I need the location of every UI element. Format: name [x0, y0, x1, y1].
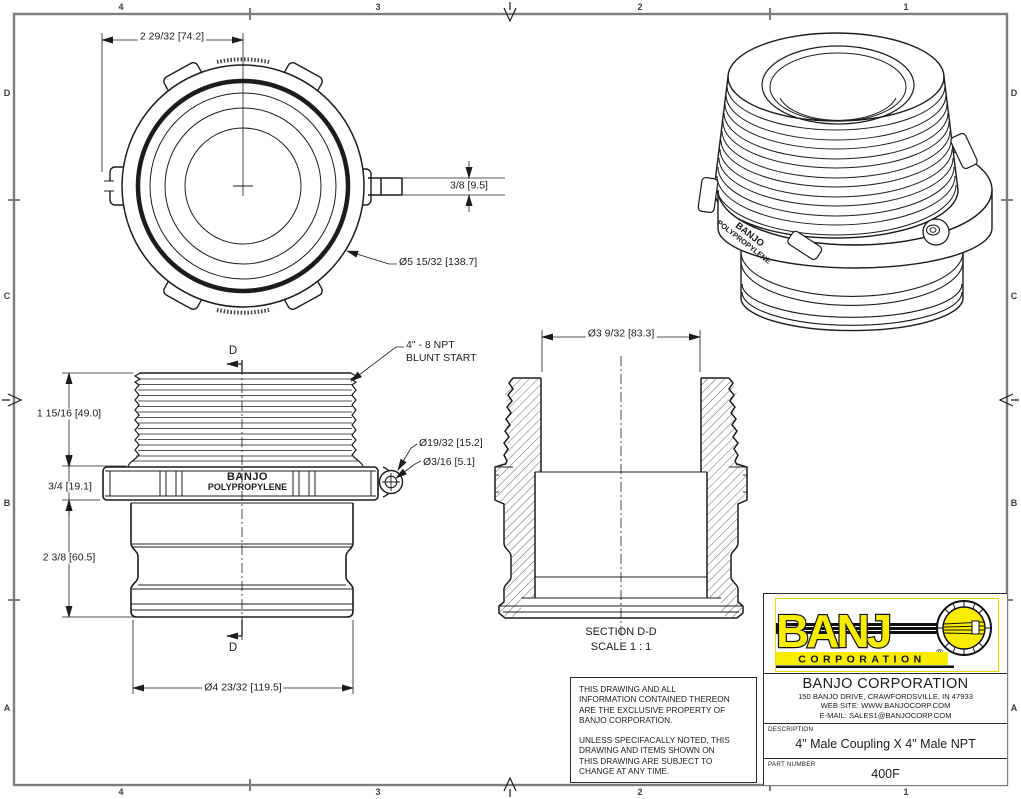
- note-line: BANJO CORPORATION.: [579, 714, 673, 725]
- section-mark-top: D: [228, 345, 238, 357]
- section-view: [494, 330, 748, 640]
- zone-bottom-1: 1: [903, 787, 909, 797]
- dim-ear-boss: Ø19/32 [15.2]: [419, 437, 483, 449]
- company-cell: BANJO CORPORATION 150 BANJO DRIVE, CRAWF…: [764, 674, 1007, 724]
- thread-note-line2: BLUNT START: [406, 352, 477, 364]
- logo-brand-text: BANJ: [776, 605, 890, 657]
- description-value: 4" Male Coupling X 4" Male NPT: [795, 737, 976, 751]
- description-label: DESCRIPTION: [768, 726, 814, 733]
- zone-left-d: D: [3, 88, 11, 98]
- dim-nut-height: 3/4 [19.1]: [46, 480, 94, 493]
- note-line: UNLESS SPECIFACALLY NOTED, THIS: [579, 735, 730, 746]
- dim-front-width: 2 29/32 [74.2]: [137, 30, 207, 43]
- zone-bottom-3: 3: [375, 787, 381, 797]
- logo-corporation-text: CORPORATION: [798, 654, 925, 666]
- isometric-view: [697, 32, 993, 332]
- company-website: WEB SITE: WWW.BANJOCORP.COM: [820, 701, 951, 711]
- company-name: BANJO CORPORATION: [802, 676, 969, 692]
- dim-thread-length: 1 15/16 [49.0]: [34, 407, 104, 420]
- company-email: E-MAIL: SALES1@BANJOCORP.COM: [819, 710, 952, 720]
- zone-right-b: B: [1010, 498, 1018, 508]
- part-number-label: PART NUMBER: [768, 761, 816, 768]
- dim-lower-height: 2 3/8 [60.5]: [40, 551, 98, 564]
- part-brand-line1: BANJO: [226, 471, 268, 483]
- note-line: ARE THE EXCLUSIVE PROPERTY OF: [579, 704, 726, 715]
- dim-ear-hole: Ø3/16 [5.1]: [423, 456, 475, 468]
- front-view: [101, 33, 505, 315]
- dim-front-tab: 3/8 [9.5]: [450, 179, 488, 192]
- zone-right-c: C: [1010, 291, 1018, 301]
- thread-note-line1: 4" - 8 NPT: [406, 339, 455, 351]
- zone-bottom-2: 2: [637, 787, 643, 797]
- dim-front-od: Ø5 15/32 [138.7]: [399, 256, 478, 268]
- zone-right-d: D: [1010, 88, 1018, 98]
- banjo-neck-graphic: [776, 623, 944, 634]
- zone-top-1: 1: [903, 2, 909, 12]
- title-block: BANJ ®: [763, 593, 1007, 785]
- zone-right-a: A: [1010, 703, 1018, 713]
- section-label: SECTION D-D: [585, 626, 657, 638]
- logo-cell: BANJ ®: [764, 594, 1007, 674]
- banjo-logo: BANJ ®: [775, 598, 999, 672]
- dim-section-bore: Ø3 9/32 [83.3]: [585, 327, 657, 340]
- zone-top-3: 3: [375, 2, 381, 12]
- section-scale: SCALE 1 : 1: [590, 641, 652, 653]
- note-line: DRAWING AND ITEMS SHOWN ON: [579, 745, 715, 756]
- dim-side-od: Ø4 23/32 [119.5]: [202, 681, 284, 694]
- note-line: CHANGE AT ANY TIME.: [579, 766, 670, 777]
- notes-box: THIS DRAWING AND ALL INFORMATION CONTAIN…: [570, 677, 757, 783]
- zone-top-2: 2: [637, 2, 643, 12]
- note-line: THIS DRAWING ARE SUBJECT TO: [579, 755, 713, 766]
- zone-bottom-4: 4: [118, 787, 124, 797]
- part-brand-label: BANJO POLYPROPYLENE: [190, 472, 305, 492]
- banjo-head-icon: [936, 600, 992, 656]
- description-cell: DESCRIPTION 4" Male Coupling X 4" Male N…: [764, 724, 1007, 759]
- corporation-strip: [776, 652, 948, 665]
- company-address: 150 BANJO DRIVE, CRAWFORDSVILLE, IN 4793…: [798, 692, 973, 701]
- zone-left-b: B: [3, 498, 11, 508]
- part-number-cell: PART NUMBER 400F: [764, 759, 1007, 785]
- side-view: [62, 346, 422, 694]
- zone-top-4: 4: [118, 2, 124, 12]
- part-brand-line2: POLYPROPYLENE: [207, 482, 288, 492]
- note-line: INFORMATION CONTAINED THEREON: [579, 694, 730, 705]
- zone-left-c: C: [3, 291, 11, 301]
- note-line: THIS DRAWING AND ALL: [579, 684, 676, 694]
- part-number-value: 400F: [871, 767, 900, 781]
- zone-left-a: A: [3, 703, 11, 713]
- section-mark-bottom: D: [228, 642, 238, 654]
